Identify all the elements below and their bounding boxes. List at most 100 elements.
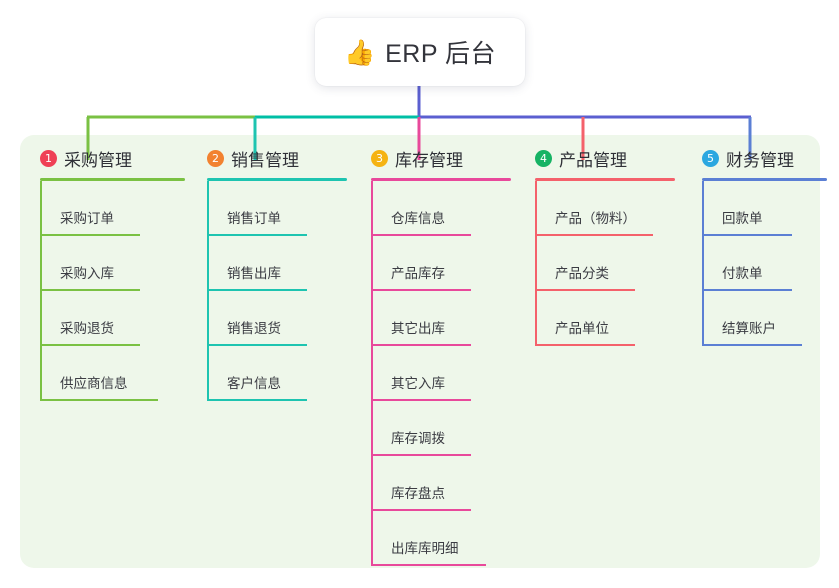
tree-item-rule <box>371 344 471 346</box>
badge-number-icon: 3 <box>371 149 388 167</box>
tree-item-rule <box>207 344 307 346</box>
tree-item-label: 销售出库 <box>227 266 281 281</box>
column-spine <box>207 181 209 401</box>
tree-item-rule <box>207 399 307 401</box>
tree-item-rule <box>207 234 307 236</box>
column-items: 销售订单销售出库销售退货客户信息 <box>207 181 352 401</box>
tree-item-label: 采购订单 <box>60 211 114 226</box>
tree-item-label: 销售订单 <box>227 211 281 226</box>
tree-item-rule <box>535 289 635 291</box>
column-header-2[interactable]: 2 销售管理 <box>207 145 352 171</box>
badge-number-icon: 1 <box>40 149 57 167</box>
tree-item-label: 产品单位 <box>555 321 609 336</box>
column-header-1[interactable]: 1 采购管理 <box>40 145 190 171</box>
column-title: 销售管理 <box>231 150 299 170</box>
badge-number-icon: 4 <box>535 149 552 167</box>
tree-item[interactable]: 产品分类 <box>535 236 680 291</box>
column-items: 产品（物料） 产品分类产品单位 <box>535 181 680 346</box>
tree-item[interactable]: 出库库明细 <box>371 511 516 566</box>
tree-item-rule <box>702 234 792 236</box>
tree-item[interactable]: 客户信息 <box>207 346 352 401</box>
column-spine <box>371 181 373 566</box>
tree-item-label: 结算账户 <box>722 321 776 336</box>
tree-item[interactable]: 采购退货 <box>40 291 190 346</box>
column-title: 库存管理 <box>395 150 463 170</box>
column-items: 仓库信息产品库存其它出库其它入库库存调拨库存盘点出库库明细 <box>371 181 516 566</box>
column-title: 产品管理 <box>559 150 627 170</box>
tree-item-label: 其它入库 <box>391 376 445 391</box>
tree-item-label: 采购退货 <box>60 321 114 336</box>
column-header-rule <box>702 178 827 181</box>
tree-item[interactable]: 其它出库 <box>371 291 516 346</box>
tree-item-label: 仓库信息 <box>391 211 445 226</box>
tree-item-label: 库存调拨 <box>391 431 445 446</box>
column-header-4[interactable]: 4 产品管理 <box>535 145 680 171</box>
tree-item-rule <box>40 289 140 291</box>
tree-item[interactable]: 产品单位 <box>535 291 680 346</box>
badge-number-icon: 2 <box>207 149 224 167</box>
tree-item[interactable]: 产品库存 <box>371 236 516 291</box>
column-5: 5 财务管理回款单付款单结算账户 <box>702 145 832 346</box>
column-spine <box>40 181 42 401</box>
column-items: 采购订单采购入库采购退货供应商信息 <box>40 181 190 401</box>
tree-item[interactable]: 采购订单 <box>40 181 190 236</box>
tree-item[interactable]: 其它入库 <box>371 346 516 401</box>
tree-item-rule <box>371 509 471 511</box>
tree-item-label: 库存盘点 <box>391 486 445 501</box>
column-2: 2 销售管理销售订单销售出库销售退货客户信息 <box>207 145 352 401</box>
tree-item[interactable]: 仓库信息 <box>371 181 516 236</box>
tree-item-label: 出库库明细 <box>391 541 459 556</box>
tree-item-label: 销售退货 <box>227 321 281 336</box>
tree-item-rule <box>371 289 471 291</box>
tree-item-rule <box>702 344 802 346</box>
tree-item[interactable]: 付款单 <box>702 236 832 291</box>
root-node[interactable]: 👍 ERP 后台 <box>315 18 525 86</box>
diagram-panel <box>20 135 820 568</box>
column-4: 4 产品管理产品（物料） 产品分类产品单位 <box>535 145 680 346</box>
tree-item-label: 产品库存 <box>391 266 445 281</box>
column-header-3[interactable]: 3 库存管理 <box>371 145 516 171</box>
tree-item-rule <box>371 564 486 566</box>
tree-item-rule <box>40 234 140 236</box>
tree-item-label: 回款单 <box>722 211 763 226</box>
tree-item[interactable]: 销售出库 <box>207 236 352 291</box>
tree-item-rule <box>207 289 307 291</box>
tree-item[interactable]: 库存调拨 <box>371 401 516 456</box>
tree-item-label: 付款单 <box>722 266 763 281</box>
tree-item[interactable]: 库存盘点 <box>371 456 516 511</box>
tree-item[interactable]: 供应商信息 <box>40 346 190 401</box>
tree-item[interactable]: 销售退货 <box>207 291 352 346</box>
tree-item[interactable]: 回款单 <box>702 181 832 236</box>
column-1: 1 采购管理采购订单采购入库采购退货供应商信息 <box>40 145 190 401</box>
tree-item-label: 采购入库 <box>60 266 114 281</box>
tree-item-label: 供应商信息 <box>60 376 128 391</box>
column-spine <box>535 181 537 346</box>
column-header-rule <box>371 178 511 181</box>
tree-item[interactable]: 采购入库 <box>40 236 190 291</box>
tree-item[interactable]: 销售订单 <box>207 181 352 236</box>
column-spine <box>702 181 704 346</box>
tree-item-rule <box>535 234 653 236</box>
tree-item-rule <box>40 344 140 346</box>
column-header-5[interactable]: 5 财务管理 <box>702 145 832 171</box>
thumbs-up-icon: 👍 <box>343 37 376 67</box>
root-title: ERP 后台 <box>385 40 497 68</box>
badge-number-icon: 5 <box>702 149 719 167</box>
column-items: 回款单付款单结算账户 <box>702 181 832 346</box>
column-header-rule <box>207 178 347 181</box>
tree-item-rule <box>702 289 792 291</box>
column-3: 3 库存管理仓库信息产品库存其它出库其它入库库存调拨库存盘点出库库明细 <box>371 145 516 566</box>
tree-item-label: 其它出库 <box>391 321 445 336</box>
tree-item-label: 客户信息 <box>227 376 281 391</box>
tree-item[interactable]: 产品（物料） <box>535 181 680 236</box>
tree-item-rule <box>40 399 158 401</box>
tree-item-label: 产品（物料） <box>555 211 636 226</box>
tree-item[interactable]: 结算账户 <box>702 291 832 346</box>
tree-item-label: 产品分类 <box>555 266 609 281</box>
column-title: 财务管理 <box>726 150 794 170</box>
tree-item-rule <box>371 399 471 401</box>
column-title: 采购管理 <box>64 150 132 170</box>
tree-item-rule <box>371 234 471 236</box>
column-header-rule <box>40 178 185 181</box>
